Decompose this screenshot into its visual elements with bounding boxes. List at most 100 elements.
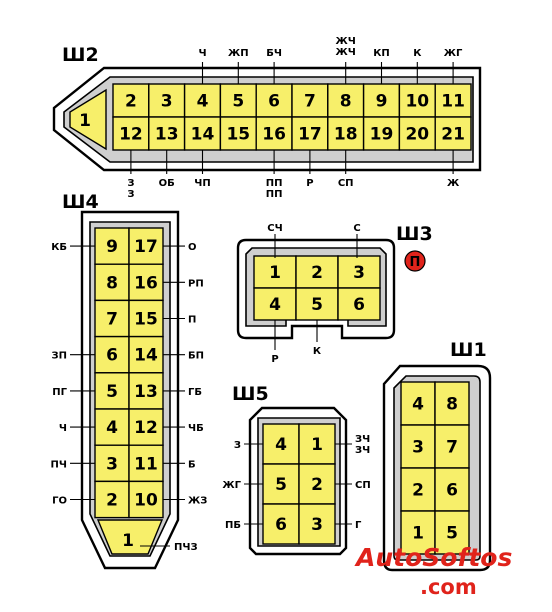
sh2-wire-top-11: ЖГ (444, 48, 463, 59)
sh4-bottom-pin-label: 1 (122, 531, 134, 551)
sh5-wire-left-4: З (234, 440, 241, 451)
sh4-wire-left-6: ЗП (52, 351, 67, 362)
sh2-pin-18-label: 18 (334, 125, 358, 145)
sh2-pin-20-label: 20 (405, 125, 429, 145)
sh3-pin-2 (295, 255, 339, 289)
sh4-pin-6-label: 6 (106, 346, 118, 366)
sh2-pin-11-label: 11 (441, 92, 465, 112)
sh1-pin-4-label: 4 (412, 395, 424, 415)
sh2-end-pin (69, 88, 107, 151)
sh2-wire-bottom-17: Р (306, 178, 313, 189)
sh3-pin-5-label: 5 (311, 295, 323, 315)
sh4-pin-11-label: 11 (134, 454, 158, 474)
sh1-pin-8 (434, 381, 470, 426)
sh3-wire-bottom-mid: К (313, 346, 322, 357)
sh3-pin-5 (295, 287, 339, 321)
sh4-wire-left-9: КБ (51, 242, 67, 253)
sh4-pin-7-label: 7 (106, 310, 118, 330)
sh4-pin-12-label: 12 (134, 418, 158, 438)
sh2-wire-top-5: ЖП (228, 48, 249, 59)
sh2-wire-top-4: Ч (198, 48, 206, 59)
sh5-wire-left-6: ПБ (225, 520, 241, 531)
watermark-line1: AutoSoftos (354, 543, 512, 572)
sh2-end-pin-label: 1 (79, 111, 91, 131)
sh4-pin-13-label: 13 (134, 382, 158, 402)
sh2-pin-14-label: 14 (191, 125, 215, 145)
sh4-wire-left-2: ГО (52, 496, 67, 507)
sh4-pin-7 (94, 299, 130, 338)
sh5-pin-4-label: 4 (275, 435, 287, 455)
sh2-wire-bottom-13: ОБ (159, 178, 175, 189)
sh3-badge-label: П (410, 255, 421, 270)
sh2-pin-2-label: 2 (125, 92, 137, 112)
sh3-badge (404, 250, 426, 272)
sh2-title: Ш2 (62, 44, 99, 66)
sh4-pin-15 (128, 299, 164, 338)
sh5-title: Ш5 (232, 383, 269, 405)
sh2-pin-4-label: 4 (197, 92, 209, 112)
sh2-wire-top-10: К (413, 48, 422, 59)
sh3-wire-bottom-left: Р (271, 354, 278, 365)
watermark-logo: AutoSoftos .com (354, 543, 512, 599)
sh3-wire-top-left: СЧ (267, 223, 282, 234)
sh5-pin-4 (262, 423, 300, 465)
sh1-pin-2-label: 2 (412, 481, 424, 501)
sh3-pin-3 (337, 255, 381, 289)
sh5-wire-right-3: Г (355, 520, 362, 531)
sh2-pin-16-label: 16 (262, 125, 286, 145)
sh2-pin-10-label: 10 (405, 92, 429, 112)
sh2-wire-top-6: БЧ (266, 48, 282, 59)
sh4-wire-left-3: ПЧ (51, 459, 67, 470)
sh4-wire-right-12: ЧБ (188, 423, 204, 434)
sh4-wire-right-14: БП (188, 351, 204, 362)
sh1-pin-5 (434, 510, 470, 555)
sh2-pin-12 (112, 116, 150, 151)
sh2-pin-13-label: 13 (155, 125, 179, 145)
sh3-pin-6 (337, 287, 381, 321)
sh2-pin-6-label: 6 (268, 92, 280, 112)
sh4-wire-left-4: Ч (59, 423, 67, 434)
sh5-pin-6-label: 6 (275, 515, 287, 535)
sh4-pin-13 (128, 372, 164, 410)
sh3-pin-4 (253, 287, 297, 321)
sh2-pin-21 (434, 116, 472, 151)
sh2-pin-3 (148, 83, 186, 118)
sh4-wire-right-16: РП (188, 278, 204, 289)
sh1-pin-7-label: 7 (446, 438, 458, 458)
sh2-pin-21-label: 21 (441, 125, 465, 145)
sh4-wire-right-13: ГБ (188, 387, 202, 398)
sh4-pin-2-label: 2 (106, 491, 118, 511)
sh4-pin-3-label: 3 (106, 454, 118, 474)
sh5-pin-5 (262, 463, 300, 505)
sh2-wire-bottom-14: ЧП (194, 178, 210, 189)
sh1-pin-5-label: 5 (446, 524, 458, 544)
sh4-pin-14-label: 14 (134, 346, 158, 366)
sh2-pin-9-label: 9 (376, 92, 388, 112)
sh5-pin-3 (298, 503, 336, 545)
sh1-pin-1-label: 1 (412, 524, 424, 544)
sh4-pin-8 (94, 263, 130, 302)
sh5-pin-1-label: 1 (311, 435, 323, 455)
sh5-wire-left-5: ЖГ (222, 480, 241, 491)
sh5-wire-right-2: СП (355, 480, 371, 491)
watermark-line2: .com (420, 575, 477, 599)
sh4-pin-10 (128, 480, 164, 519)
sh3-wire-top-right: С (353, 223, 360, 234)
sh4-wire-right-15: П (188, 315, 196, 326)
sh4-title: Ш4 (62, 191, 99, 213)
sh3-pin-6-label: 6 (353, 295, 365, 315)
sh4-pin-3 (94, 444, 130, 483)
sh2-pin-17-label: 17 (298, 125, 322, 145)
sh2-pin-19 (362, 116, 401, 151)
